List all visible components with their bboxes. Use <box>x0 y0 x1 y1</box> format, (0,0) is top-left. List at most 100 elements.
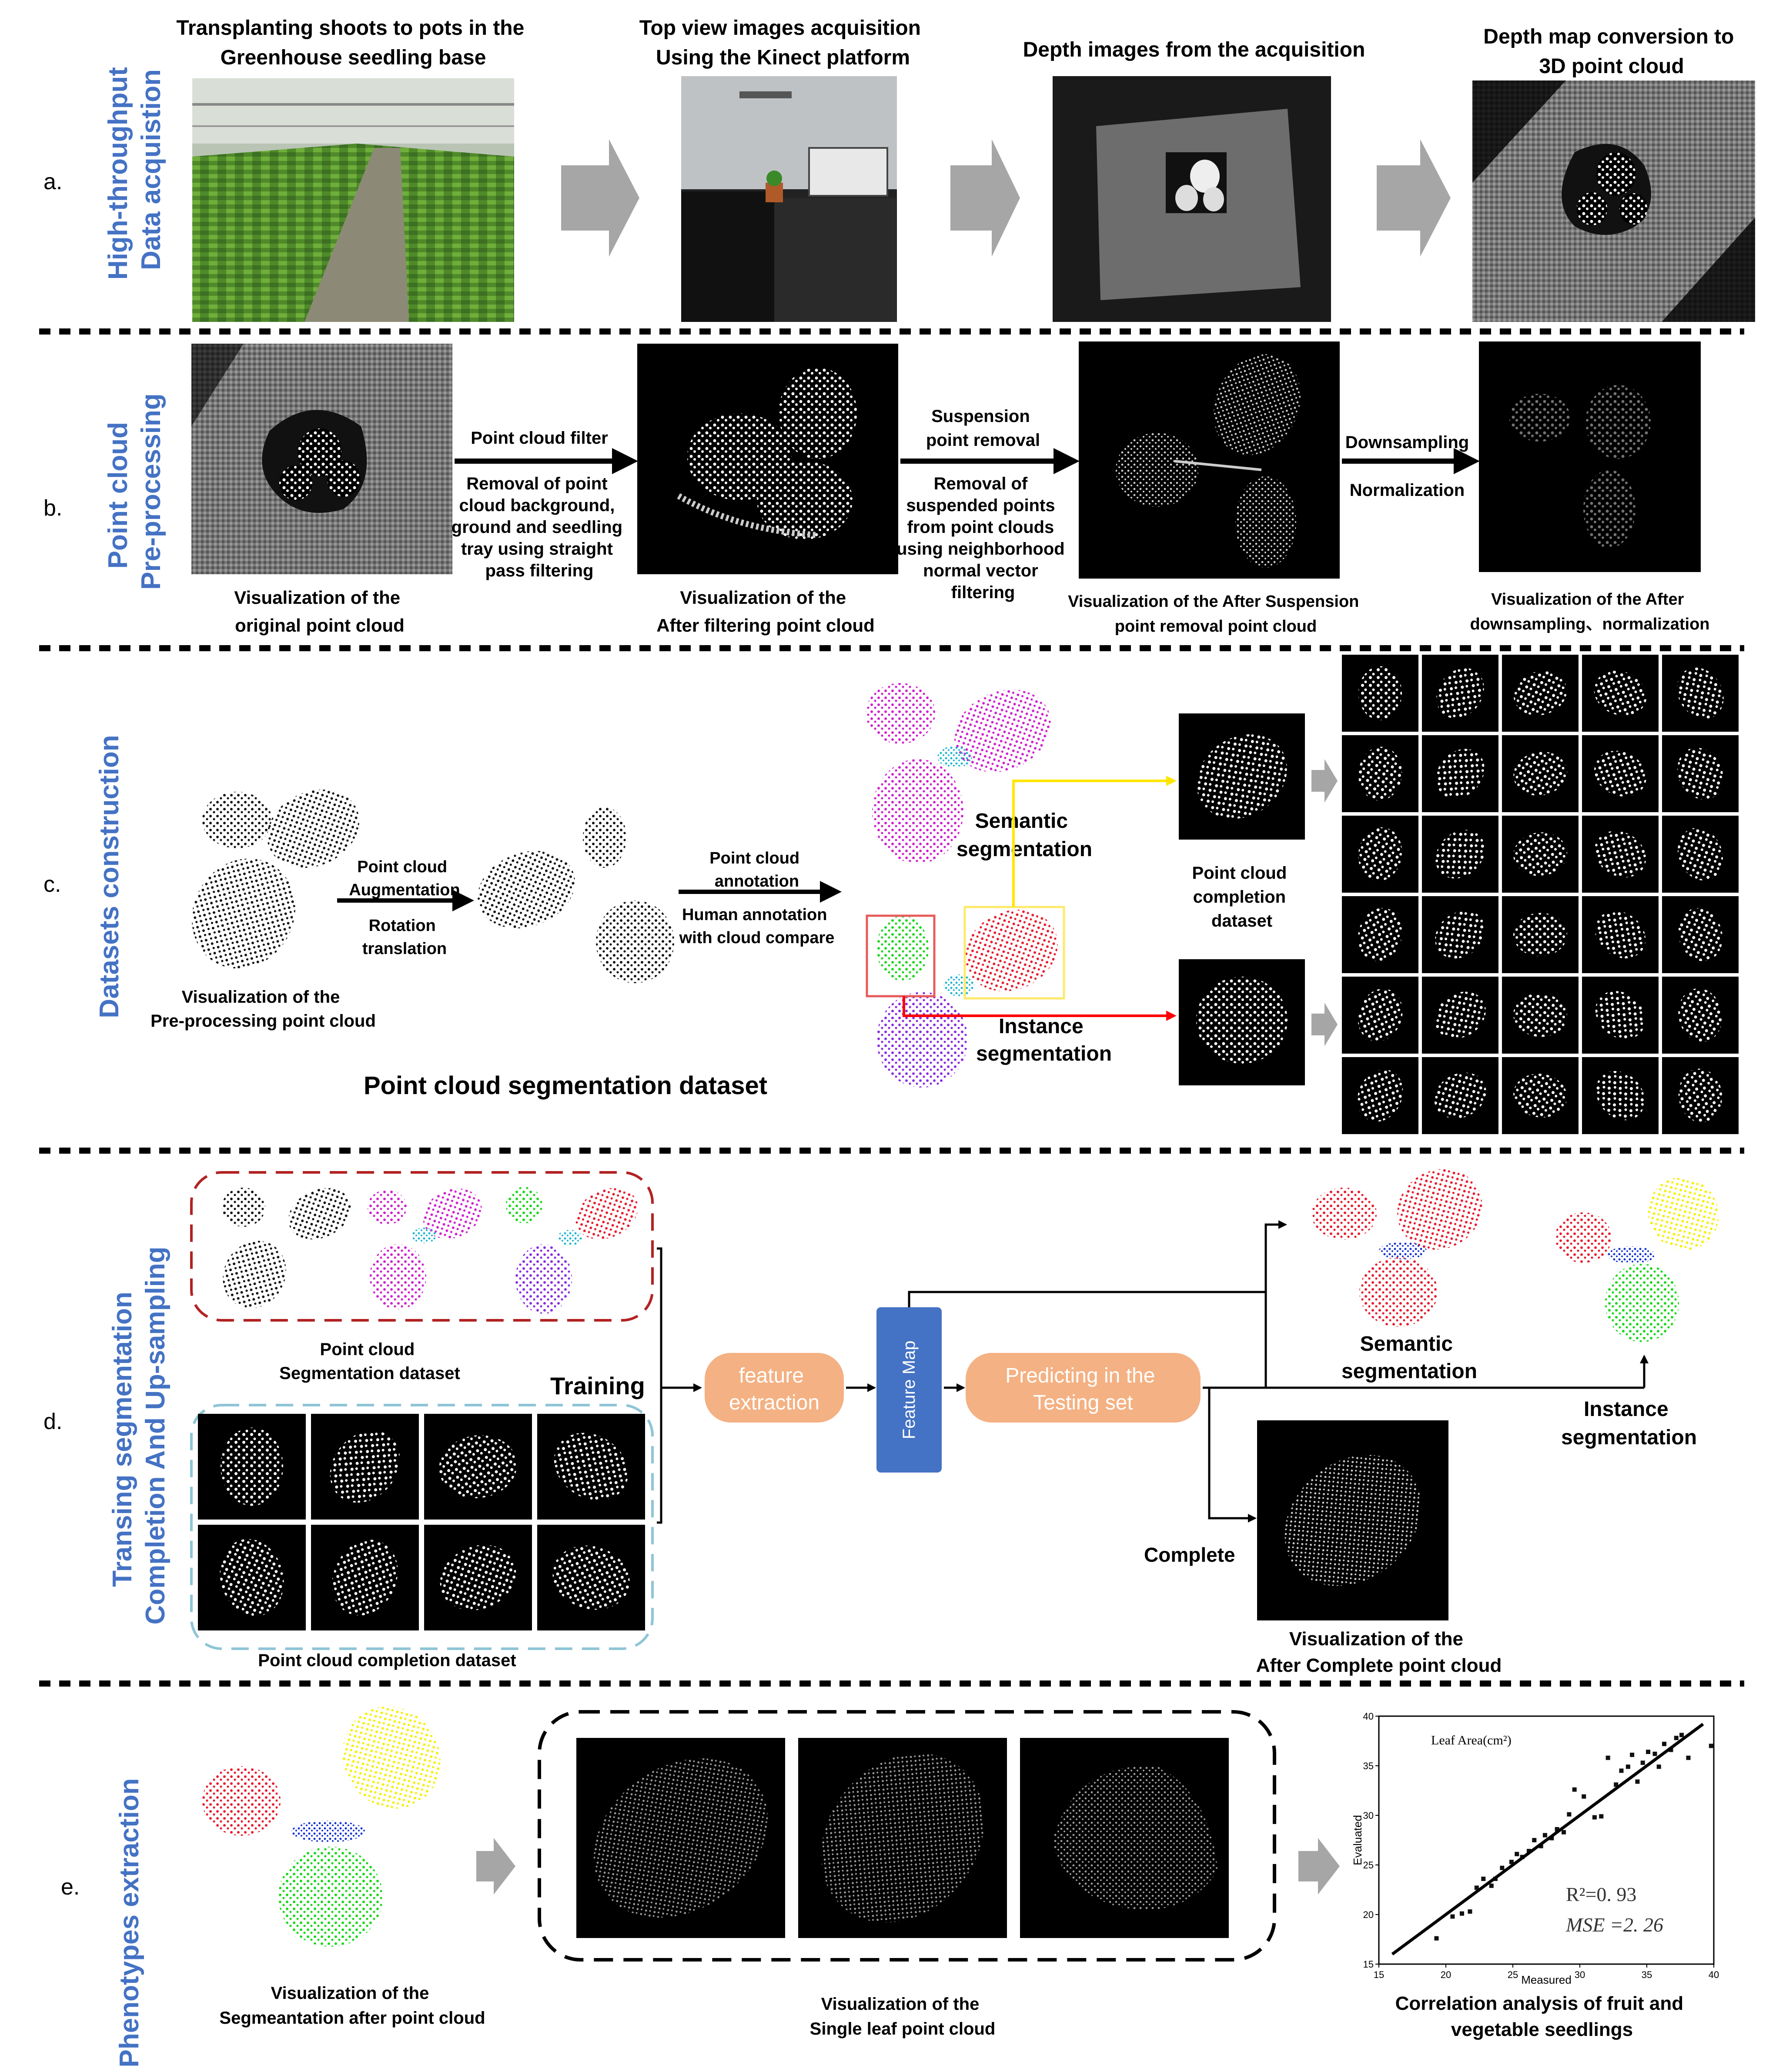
y-tick-label: 35 <box>1363 1761 1374 1771</box>
d-semantic-result <box>1311 1169 1482 1327</box>
b-caption-3: Visualization of the After Suspension po… <box>1068 592 1364 636</box>
leaf-tile <box>1662 977 1739 1054</box>
b-step2-top: Suspension point removal <box>926 407 1040 450</box>
completion-tile-upper <box>1179 713 1305 840</box>
scatter-point <box>1669 1747 1673 1752</box>
d-feature-map-label: Feature Map <box>900 1341 919 1439</box>
c-completion-label: Point cloud completion dataset <box>1192 864 1292 931</box>
scatter-point <box>1674 1736 1679 1741</box>
b-step1-bottom: Removal of point cloud background, groun… <box>452 474 627 580</box>
e-gray-arrow-1 <box>476 1838 515 1895</box>
d-feature-map-box <box>876 1307 942 1473</box>
d-feature-extraction-label: feature extraction <box>729 1364 819 1414</box>
c-dataset-title: Point cloud segmentation dataset <box>364 1071 767 1100</box>
scatter-point <box>1709 1744 1713 1748</box>
d-arrow-complete <box>1208 1388 1257 1523</box>
x-tick-label: 20 <box>1441 1969 1451 1980</box>
row-titles: High-throughput Data acquistion Point cl… <box>94 67 171 2067</box>
scatter-point <box>1679 1733 1684 1737</box>
chart-mse: MSE =2. 26 <box>1565 1914 1663 1936</box>
d-seg-dataset-box <box>190 1171 654 1322</box>
row-c-letter: c. <box>43 872 61 897</box>
d-instance-label: Instance segmentation <box>1561 1398 1697 1449</box>
c-red-arrow <box>903 996 1177 1021</box>
c-gray-arrow-lower <box>1311 1003 1338 1046</box>
converted-point-cloud <box>1472 80 1755 322</box>
scatter-point <box>1434 1936 1439 1941</box>
completion-sample-tile <box>311 1414 419 1520</box>
d-completion-samples <box>198 1414 645 1630</box>
row-a-letter: a. <box>43 169 62 194</box>
b-caption-4: Visualization of the After downsampling、… <box>1470 590 1709 633</box>
leaf-tile <box>1342 977 1418 1054</box>
leaf-tile <box>1582 896 1659 973</box>
scatter-point <box>1459 1911 1464 1916</box>
x-tick-label: 25 <box>1508 1969 1518 1980</box>
scatter-point <box>1489 1883 1494 1888</box>
row-c: Visualization of the Pre-processing poin… <box>151 655 1739 1134</box>
row-e-letter: e. <box>61 1875 80 1900</box>
c-gray-arrow-upper <box>1311 759 1338 803</box>
scatter-point <box>1481 1876 1486 1881</box>
leaf-tile <box>1502 735 1579 812</box>
greenhouse-photo <box>192 78 514 322</box>
scatter-point <box>1549 1836 1554 1841</box>
completion-tile-lower <box>1179 959 1305 1085</box>
completion-sample-tile <box>198 1525 306 1630</box>
scatter-point <box>1542 1833 1547 1838</box>
filtered-point-cloud <box>637 344 898 574</box>
row-b-title: Point cloud Pre-processing <box>103 393 166 589</box>
scatter-point <box>1635 1779 1640 1784</box>
b-step1-top: Point cloud filter <box>471 428 608 448</box>
leaf-tile <box>1422 816 1498 893</box>
scatter-point <box>1515 1851 1519 1856</box>
completion-sample-tile <box>537 1414 645 1520</box>
scatter-point <box>1562 1830 1566 1834</box>
y-tick-label: 30 <box>1363 1810 1374 1821</box>
x-tick-label: 40 <box>1709 1969 1719 1980</box>
d-seg-dataset-label: Point cloud Segmentation dataset <box>279 1340 460 1383</box>
augmented-point-cloud <box>478 807 674 983</box>
leaf-tile <box>1342 735 1418 812</box>
kinect-photo <box>681 76 897 322</box>
a-caption-3: Depth images from the acquisition <box>1023 38 1365 61</box>
y-tick-label: 15 <box>1363 1959 1374 1970</box>
leaf-tile <box>1662 655 1739 732</box>
y-tick-label: 20 <box>1363 1909 1374 1920</box>
scatter-point <box>1509 1860 1514 1864</box>
d-semantic-label: Semantic segmentation <box>1341 1332 1477 1383</box>
scatter-point <box>1625 1764 1630 1769</box>
leaf-tile <box>1342 655 1418 732</box>
scatter-point <box>1605 1755 1610 1760</box>
leaf-tile <box>1422 896 1498 973</box>
chart-title: Leaf Area(cm²) <box>1431 1733 1512 1747</box>
leaf-tile <box>1662 1057 1739 1134</box>
d-seg-samples <box>222 1187 638 1314</box>
scatter-point <box>1652 1751 1657 1756</box>
leaf-tile <box>1342 816 1418 893</box>
completion-sample-tile <box>424 1525 532 1630</box>
d-after-complete-label: Visualization of the After Complete poin… <box>1256 1628 1502 1676</box>
leaf-tile <box>1582 816 1659 893</box>
scatter-point <box>1468 1909 1472 1914</box>
scatter-point <box>1656 1764 1661 1769</box>
leaf-tile <box>1342 1057 1418 1134</box>
scatter-point <box>1500 1865 1505 1870</box>
scatter-point <box>1662 1741 1667 1746</box>
leaf-tile <box>1502 896 1579 973</box>
a-caption-2: Top view images acquisition Using the Ki… <box>639 17 927 69</box>
scatter-point <box>1619 1768 1624 1773</box>
scatter-point <box>1646 1750 1651 1754</box>
scatter-point <box>1567 1812 1572 1817</box>
completion-sample-tile <box>198 1414 306 1520</box>
c-semantic-label: Semantic segmentation <box>957 810 1092 861</box>
scatter-point <box>1686 1755 1691 1760</box>
scatter-point <box>1555 1827 1559 1831</box>
e-single-leaf-box <box>538 1710 1276 1962</box>
x-tick-label: 15 <box>1374 1969 1384 1980</box>
leaf-tile <box>1422 1057 1498 1134</box>
leaf-tile <box>1662 816 1739 893</box>
